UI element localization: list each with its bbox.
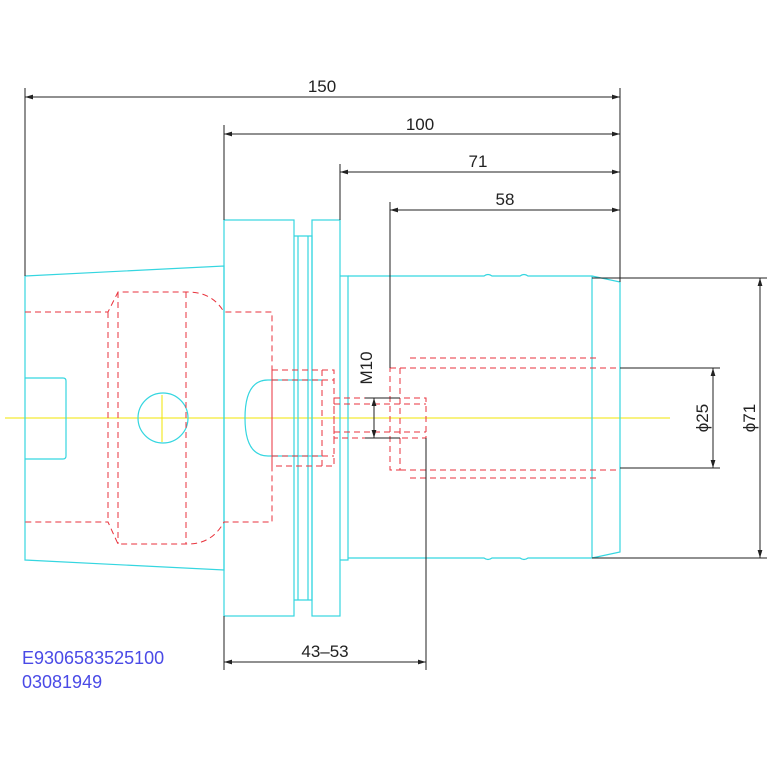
dim-71-label: 71 bbox=[469, 152, 488, 171]
dim-100-label: 100 bbox=[406, 115, 434, 134]
hidden-lines bbox=[25, 291, 620, 545]
dim-43-53-label: 43–53 bbox=[301, 642, 348, 661]
part-code-line1: E9306583525100 bbox=[22, 648, 165, 668]
dim-150-label: 150 bbox=[308, 77, 336, 96]
dim-m10-label: M10 bbox=[357, 351, 376, 384]
flange-outline bbox=[223, 219, 341, 617]
body-outline bbox=[340, 273, 621, 561]
dim-58-label: 58 bbox=[496, 190, 515, 209]
dim-phi71-label: ϕ71 bbox=[740, 404, 759, 432]
part-code-line2: 03081949 bbox=[22, 672, 103, 692]
dimensions: 150 100 71 58 M10 ϕ25 ϕ71 43–53 bbox=[24, 77, 767, 670]
dim-phi25-label: ϕ25 bbox=[693, 404, 712, 432]
